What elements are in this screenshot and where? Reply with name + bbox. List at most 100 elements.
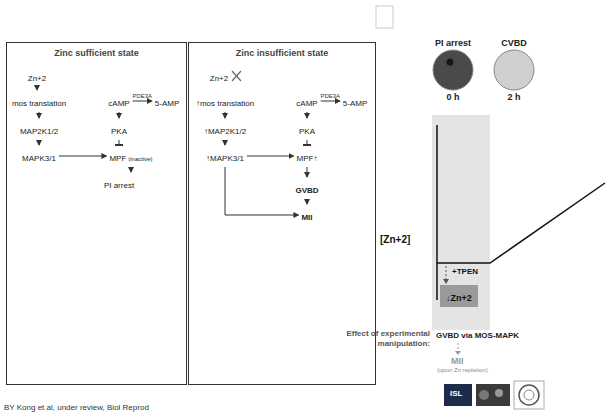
treatment-label: +TPEN — [452, 267, 478, 277]
zinc-box: ↓Zn+2 — [440, 285, 478, 307]
stage-label: MII — [451, 356, 464, 367]
edge-label: PDE3A — [320, 93, 340, 99]
pathway-label: ↑MAP2K1/2 — [204, 127, 246, 136]
logo-detail — [479, 390, 489, 400]
logo-text: ISL — [450, 389, 462, 399]
zinc-label: ↓Zn+2 — [446, 293, 472, 303]
note-text: Effect of experimental manipulation: — [332, 329, 430, 348]
connector — [225, 167, 298, 215]
connector — [321, 101, 340, 102]
time-label: 0 h — [446, 92, 459, 102]
pathway-label: (inactive) — [128, 156, 152, 162]
pathway-node: Zn+2 — [208, 66, 230, 86]
pathway-node: ↑MAPK3/1 — [204, 146, 246, 166]
oocyte-stage: PI arrest 0 h — [428, 38, 478, 102]
pathway-node: 5-AMP — [341, 91, 369, 111]
connector — [307, 112, 308, 118]
pathway-node: MAP2K1/2 — [18, 119, 60, 139]
oocyte-circle — [431, 48, 475, 92]
pathway-label: PI arrest — [104, 181, 134, 190]
logo-detail — [524, 390, 534, 400]
pathway-node: PKA — [109, 119, 129, 139]
state-panel: Zinc sufficient stateZn+2 mos translation… — [6, 42, 187, 385]
pathway-node: mos translation — [10, 91, 68, 111]
pathway-node: MPF↑ — [295, 146, 320, 166]
pathway-label: Zn+2 — [210, 74, 228, 83]
arrow-head — [455, 351, 461, 355]
connector — [307, 140, 308, 145]
connector — [225, 112, 226, 118]
oocyte-body — [433, 50, 473, 90]
pathway-label: Zn+2 — [28, 74, 46, 83]
pathway-node: MPF(inactive) — [107, 146, 154, 166]
pathway-label: mos translation — [12, 99, 66, 108]
connector — [225, 140, 226, 145]
tpen-arrow — [446, 266, 447, 279]
cross-mark — [232, 71, 241, 81]
pathway-label: MPF — [109, 154, 126, 163]
empty-square — [376, 6, 393, 28]
logo — [476, 384, 510, 406]
pathway-label: cAMP — [108, 99, 129, 108]
cross-mark — [232, 71, 241, 81]
logo — [444, 384, 472, 406]
note-text: (upon Zn repletion) — [437, 367, 488, 374]
connector — [307, 167, 308, 177]
connector — [119, 140, 120, 145]
mii-arrow — [458, 343, 459, 351]
stage-name: PI arrest — [435, 38, 471, 48]
pathway-node: ↑mos translation — [194, 91, 256, 111]
edge-label: PDE3A — [132, 93, 152, 99]
stage-name: CVBD — [501, 38, 527, 48]
axis-label: [Zn+2] — [380, 234, 410, 246]
pathway-label: MPF↑ — [297, 154, 318, 163]
pathway-label: 5-AMP — [343, 99, 367, 108]
pathway-label: cAMP — [296, 99, 317, 108]
connector — [131, 167, 132, 172]
logo — [514, 381, 544, 409]
pathway-node: MII — [299, 205, 314, 225]
pathway-node: cAMP — [294, 91, 319, 111]
connector — [133, 101, 152, 102]
connector — [37, 87, 38, 90]
pathway-node: MAPK3/1 — [20, 146, 58, 166]
citation: BY Kong et al, under review, Biol Reprod — [4, 403, 149, 413]
pathway-label: ↑MAPK3/1 — [206, 154, 244, 163]
pathway-label: PKA — [111, 127, 127, 136]
oocyte-circle — [492, 48, 536, 92]
connector — [307, 199, 308, 204]
logo-detail — [495, 389, 503, 397]
pathway-label: PKA — [299, 127, 315, 136]
pathway-label: 5-AMP — [155, 99, 179, 108]
arrow-head — [443, 279, 449, 284]
germinal-vesicle — [447, 59, 454, 66]
time-label: 2 h — [507, 92, 520, 102]
pathway-label: GVBD — [295, 186, 318, 195]
zinc-curve — [437, 183, 605, 263]
pathway-label: MII — [301, 213, 312, 222]
logo-detail — [519, 385, 539, 405]
pathway-node: PKA — [297, 119, 317, 139]
outcome-label: GVBD via MOS-MAPK — [436, 331, 519, 341]
connector — [247, 156, 294, 157]
connector — [119, 112, 120, 118]
pathway-node: Zn+2 — [26, 66, 48, 86]
connector — [59, 156, 107, 157]
y-axis — [436, 125, 438, 300]
connector — [39, 140, 40, 145]
pathway-node: 5-AMP — [153, 91, 181, 111]
pathway-node: ↑MAP2K1/2 — [202, 119, 248, 139]
pathway-node: cAMP — [106, 91, 131, 111]
shaded-band — [432, 115, 490, 330]
pathway-node: GVBD — [293, 178, 320, 198]
oocyte-stage: CVBD 2 h — [489, 38, 539, 102]
panel-heading: Zinc sufficient state — [7, 48, 186, 58]
pathway-label: MAP2K1/2 — [20, 127, 58, 136]
pathway-node: PI arrest — [102, 173, 136, 193]
oocyte-body — [494, 50, 534, 90]
panel-heading: Zinc insufficient state — [189, 48, 375, 58]
connector — [39, 112, 40, 118]
pathway-label: MAPK3/1 — [22, 154, 56, 163]
pathway-label: ↑mos translation — [196, 99, 254, 108]
